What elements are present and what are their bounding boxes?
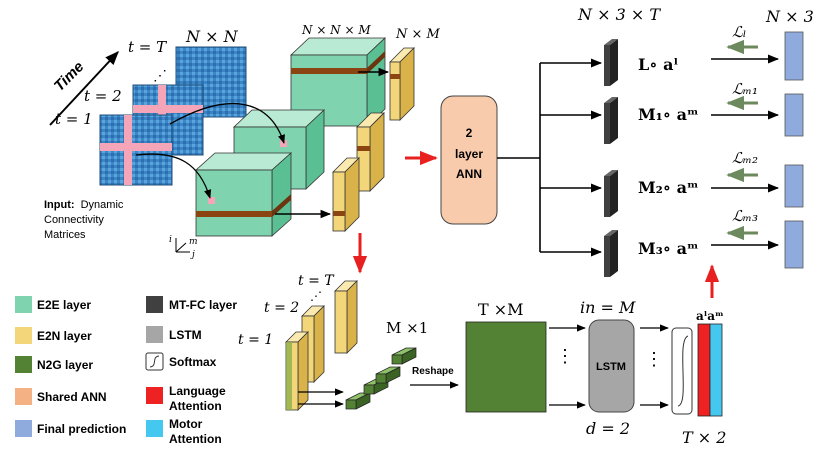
lstm-block: LSTM [588,319,635,413]
legend-item-language-attention: Language Attention [146,384,229,413]
final-prediction-3 [784,220,804,269]
legend-item-motor-attention: Motor Attention [146,417,222,446]
attention-block: aˡaᵐ [696,309,724,417]
legend-item-e2e: E2E layer [15,296,91,313]
svg-text:t = T: t = T [298,273,335,289]
final-size-label: N × 3 [765,7,814,26]
output-row-0: L∘ aˡ ℒₗ [604,23,804,86]
legend-item-final-prediction: Final prediction [15,420,126,437]
svg-text:Final prediction: Final prediction [37,422,126,436]
legend-item-n2g: N2G layer [15,356,93,373]
loss-label-2: ℒₘ₂ [732,149,758,167]
svg-text:E2E layer: E2E layer [37,298,91,312]
lower-arrows-to-n2g [298,388,344,408]
lstm-arrows [549,324,586,409]
time-label-2: t = 2 [84,87,122,105]
output-row-2: M₂∘ aᵐ ℒₘ₂ [604,149,804,217]
svg-text:Motor Attention: Motor Attention [169,417,222,446]
e2n-slabs: N × M [332,27,441,232]
vdots-right: ⋮ [645,349,663,370]
svg-text:E2N layer: E2N layer [37,329,92,343]
svg-text:t = 2: t = 2 [264,300,299,316]
m1-label: M ×1 [386,319,428,337]
e2e-cubes: N × N × M [194,23,387,237]
output-row-1: M₁∘ aᵐ ℒₘ₁ [604,80,804,144]
time-dots: ⋰ [153,68,167,84]
curve-arrow-2 [135,153,212,199]
lower-e2n-slabs [285,280,358,411]
output-formula-1: M₁∘ aᵐ [638,105,699,124]
final-prediction-0 [784,31,804,81]
svg-text:MT-FC layer: MT-FC layer [169,298,237,312]
output-formula-3: M₃∘ aᵐ [638,239,699,258]
loss-label-1: ℒₘ₁ [732,80,758,98]
svg-text:t = 1: t = 1 [238,332,273,348]
svg-text:⋮: ⋮ [645,349,663,370]
motor-attention-bar [709,323,723,417]
svg-text:m: m [189,237,198,247]
time-label-T: t = T [128,38,167,56]
softmax-block [671,327,693,415]
svg-text:Softmax: Softmax [169,355,217,369]
legend-left: E2E layer E2N layer N2G layer Shared ANN… [15,296,126,437]
svg-text:⋮: ⋮ [556,346,574,367]
svg-text:i: i [169,235,172,245]
curve-arrow-1 [169,103,285,144]
e2e-cube-t-1 [194,152,293,237]
svg-text:j: j [190,250,195,260]
svg-text:Shared ANN: Shared ANN [37,390,107,404]
svg-text:layer: layer [455,147,483,161]
legend-item-mt-fc: MT-FC layer [146,296,237,313]
input-caption: Input: Dynamic Connectivity Matrices [44,199,126,241]
svg-text:LSTM: LSTM [596,361,626,373]
final-prediction-1 [784,93,804,137]
attention-label: aˡaᵐ [696,309,724,323]
lstm-in-label: in = M [580,298,636,317]
outputs-size-label: N × 3 × T [577,5,661,24]
svg-text:LSTM: LSTM [169,328,202,342]
legend-item-e2n: E2N layer [15,327,92,344]
tm-label: T ×M [478,300,524,319]
softmax-arrows [640,324,669,409]
time-label-1: t = 1 [55,110,93,128]
e2n-size-label: N × M [395,27,441,42]
legend-item-lstm: LSTM [146,326,202,343]
shared-ann: 2 layer ANN [440,95,498,225]
lower-time-labels: t = T t = 2 t = 1 ⋰ [238,273,335,348]
axes-glyph: i m j [169,235,198,260]
e2e-size-label: N × N × M [301,23,371,37]
loss-label-0: ℒₗ [732,23,746,41]
svg-text:Language Attention: Language Attention [169,384,229,413]
reshape-label: Reshape [412,366,454,377]
svg-text:N2G layer: N2G layer [37,358,93,372]
language-attention-bar [697,323,711,417]
final-prediction-2 [784,164,804,208]
matrix-size-label: N × N [185,27,239,46]
output-formula-2: M₂∘ aᵐ [638,178,699,197]
lstm-d-label: d = 2 [586,419,630,438]
legend-item-shared-ann: Shared ANN [15,388,107,405]
svg-text:ANN: ANN [456,167,482,181]
connectivity-matrices: N × N [99,27,247,186]
output-row-3: M₃∘ aᵐ ℒₘ₃ [604,207,804,277]
svg-text:2: 2 [466,126,473,140]
svg-text:⋰: ⋰ [310,289,322,303]
legend-right: MT-FC layer LSTM Softmax Language Attent… [145,296,237,446]
output-formula-0: L∘ aˡ [638,55,678,74]
loss-label-3: ℒₘ₃ [732,207,758,225]
legend-item-softmax: Softmax [145,352,217,371]
vdots-left: ⋮ [556,346,574,367]
t2-label: T × 2 [682,428,726,447]
reshaped-matrix [465,321,547,413]
ann-branch-lines [497,58,603,257]
n2g-blocks [345,347,417,410]
